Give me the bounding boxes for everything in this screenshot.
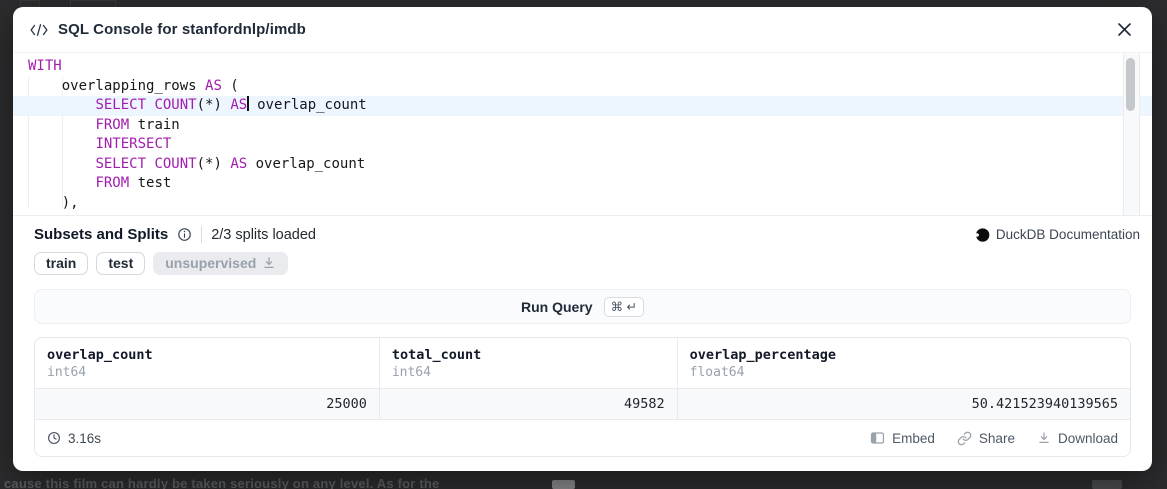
code-tag-icon xyxy=(30,23,48,37)
results-footer: 3.16s Embed Share Download xyxy=(35,419,1130,456)
duckdb-logo-icon xyxy=(974,227,990,243)
share-icon xyxy=(957,431,972,446)
code-area: WITH overlapping_rows AS ( SELECT COUNT(… xyxy=(13,57,1152,213)
sql-console-modal: SQL Console for stanfordnlp/imdb WITH ov… xyxy=(13,7,1152,471)
modal-header: SQL Console for stanfordnlp/imdb xyxy=(13,7,1152,53)
keyboard-shortcut-badge: ⌘ ↵ xyxy=(604,297,644,317)
duckdb-documentation-link[interactable]: DuckDB Documentation xyxy=(974,227,1143,243)
editor-scrollbar-thumb[interactable] xyxy=(1126,58,1135,111)
table-cell[interactable]: 49582 xyxy=(379,389,677,419)
split-button-test[interactable]: test xyxy=(96,252,145,275)
column-type: float64 xyxy=(690,364,1118,381)
table-row: 250004958250.421523940139565 xyxy=(35,388,1130,419)
background-page-fragment xyxy=(70,0,116,7)
query-duration-value: 3.16s xyxy=(68,431,101,446)
splits-loaded-status: 2/3 splits loaded xyxy=(211,227,316,243)
column-type: int64 xyxy=(392,364,665,381)
column-header-overlap_count[interactable]: overlap_countint64 xyxy=(35,338,379,388)
share-button[interactable]: Share xyxy=(957,431,1015,446)
download-icon xyxy=(262,256,276,270)
column-name: overlap_percentage xyxy=(690,346,1118,364)
duckdb-documentation-label: DuckDB Documentation xyxy=(996,227,1140,242)
download-icon xyxy=(1037,431,1051,445)
info-icon[interactable] xyxy=(177,227,192,242)
split-label: train xyxy=(46,255,76,271)
code-line[interactable]: ), xyxy=(13,194,1152,214)
code-line[interactable]: SELECT COUNT(*) AS overlap_count xyxy=(13,155,1152,175)
run-query-label: Run Query xyxy=(521,299,593,315)
modal-title: SQL Console for stanfordnlp/imdb xyxy=(58,21,306,38)
code-line[interactable]: overlapping_rows AS ( xyxy=(13,77,1152,97)
splits-row: train test unsupervised xyxy=(22,252,1143,275)
sql-editor[interactable]: WITH overlapping_rows AS ( SELECT COUNT(… xyxy=(13,53,1152,216)
clock-icon xyxy=(47,431,61,445)
results-table-header: overlap_countint64total_countint64overla… xyxy=(35,338,1130,388)
code-line[interactable]: FROM test xyxy=(13,174,1152,194)
split-button-unsupervised[interactable]: unsupervised xyxy=(153,252,288,275)
split-button-train[interactable]: train xyxy=(34,252,88,275)
run-query-button[interactable]: Run Query ⌘ ↵ xyxy=(34,289,1131,324)
code-line[interactable]: SELECT COUNT(*) AS overlap_count xyxy=(13,96,1152,116)
background-page-fragment xyxy=(1092,480,1122,489)
close-icon[interactable] xyxy=(1113,19,1135,41)
background-page-text: cause this film can hardly be taken seri… xyxy=(4,476,439,489)
action-label: Share xyxy=(979,431,1015,446)
column-name: overlap_count xyxy=(47,346,367,364)
split-label: test xyxy=(108,255,133,271)
subsets-row: Subsets and Splits 2/3 splits loaded Duc… xyxy=(22,226,1143,243)
modal-body: Subsets and Splits 2/3 splits loaded Duc… xyxy=(13,216,1152,471)
results-table: overlap_countint64total_countint64overla… xyxy=(34,337,1131,457)
action-label: Download xyxy=(1058,431,1118,446)
column-header-total_count[interactable]: total_countint64 xyxy=(379,338,677,388)
code-line[interactable]: WITH xyxy=(13,57,1152,77)
split-label: unsupervised xyxy=(165,255,256,271)
divider xyxy=(201,226,202,243)
embed-button[interactable]: Embed xyxy=(870,431,935,446)
code-line[interactable]: INTERSECT xyxy=(13,135,1152,155)
column-name: total_count xyxy=(392,346,665,364)
editor-scrollbar[interactable] xyxy=(1123,53,1140,215)
subsets-heading: Subsets and Splits xyxy=(34,226,168,243)
table-cell[interactable]: 25000 xyxy=(35,389,379,419)
column-type: int64 xyxy=(47,364,367,381)
column-header-overlap_percentage[interactable]: overlap_percentagefloat64 xyxy=(677,338,1130,388)
table-cell[interactable]: 50.421523940139565 xyxy=(677,389,1130,419)
action-label: Embed xyxy=(892,431,935,446)
code-line[interactable]: FROM train xyxy=(13,116,1152,136)
query-duration: 3.16s xyxy=(47,431,101,446)
background-page-fragment xyxy=(20,0,40,7)
embed-icon xyxy=(870,431,885,445)
download-button[interactable]: Download xyxy=(1037,431,1118,446)
result-actions: Embed Share Download xyxy=(870,431,1118,446)
background-page-fragment xyxy=(552,480,575,489)
